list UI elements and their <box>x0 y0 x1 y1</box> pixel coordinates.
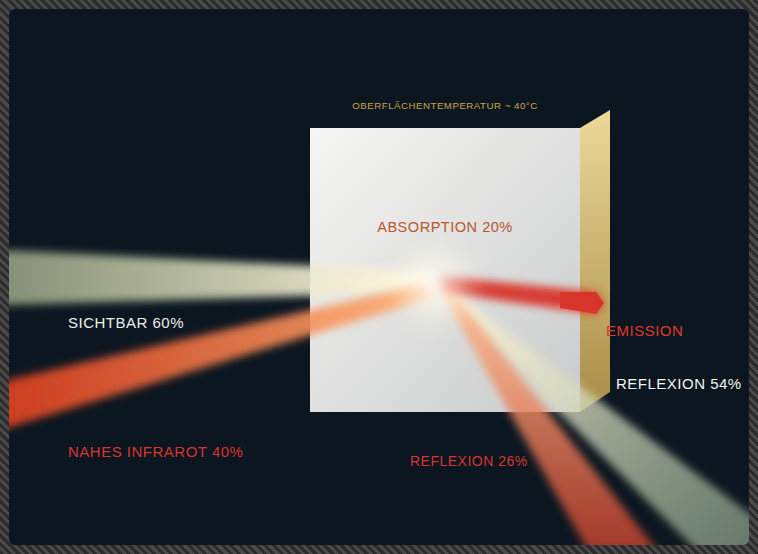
beam-label: NAHES INFRAROT 40% <box>68 443 243 460</box>
beam-label: REFLEXION 26% <box>410 453 528 469</box>
beam-label: REFLEXION 54% <box>616 375 742 392</box>
temperature-heading: OBERFLÄCHENTEMPERATUR ~ 40°C <box>310 100 580 111</box>
beam-label: EMISSION <box>606 322 683 339</box>
beam-label: SICHTBAR 60% <box>68 314 184 331</box>
label-holder: NAHES INFRAROT 40% <box>68 443 243 461</box>
material-block: OBERFLÄCHENTEMPERATUR ~ 40°CABSORPTION 2… <box>310 128 580 412</box>
label-holder: REFLEXION 54% <box>616 375 742 393</box>
beam-illustration <box>9 9 749 545</box>
label-holder: SICHTBAR 60% <box>68 314 184 332</box>
label-holder: EMISSION <box>606 322 683 340</box>
label-holder: REFLEXION 26% <box>410 452 528 470</box>
stage: OBERFLÄCHENTEMPERATUR ~ 40°C ABSORPTION 2… <box>9 9 749 545</box>
absorption-label: ABSORPTION 20% <box>310 219 580 235</box>
